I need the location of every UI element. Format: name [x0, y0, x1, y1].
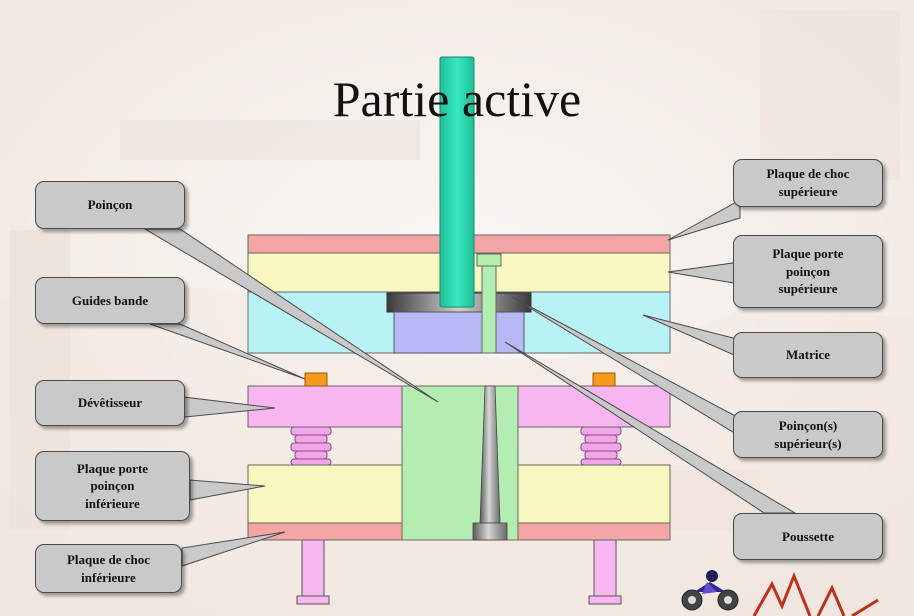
- label-plaque-porte-poincon-superieure: Plaque porte poinçon supérieure: [733, 235, 883, 308]
- shank: [439, 56, 475, 308]
- lower-foot-right: [588, 539, 622, 605]
- ejector-cone-base: [472, 522, 508, 541]
- label-poincon: Poinçon: [35, 181, 185, 229]
- pusher-rod: [481, 265, 497, 354]
- label-plaque-porte-poincon-inferieure: Plaque porte poinçon inférieure: [35, 451, 190, 521]
- label-poussette: Poussette: [733, 513, 883, 560]
- label-matrice: Matrice: [733, 332, 883, 378]
- corner-logo: [681, 570, 879, 616]
- upper-punch: [393, 311, 525, 354]
- label-plaque-choc-inferieure: Plaque de choc inférieure: [35, 544, 182, 593]
- spring-right: [580, 426, 622, 466]
- strip-guide-left: [304, 372, 328, 387]
- peaks-icon: [752, 571, 879, 616]
- motorbike-rider-icon: [681, 570, 739, 611]
- label-poincons-superieurs: Poinçon(s) supérieur(s): [733, 411, 883, 458]
- pusher-head: [476, 253, 502, 267]
- spring-left: [290, 426, 332, 466]
- label-plaque-choc-superieure: Plaque de choc supérieure: [733, 159, 883, 207]
- label-devetisseur: Dévêtisseur: [35, 380, 185, 426]
- strip-guide-right: [592, 372, 616, 387]
- label-guides-bande: Guides bande: [35, 277, 185, 324]
- callout-pointers: [143, 199, 797, 567]
- lower-punch: [401, 385, 519, 541]
- lower-foot-left: [296, 539, 330, 605]
